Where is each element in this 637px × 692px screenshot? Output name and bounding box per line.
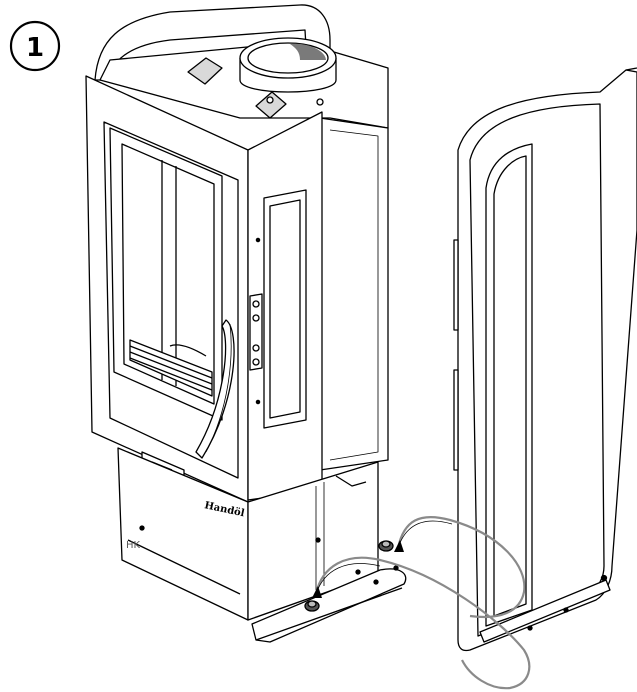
rear-curved-cladding bbox=[94, 4, 331, 116]
detached-side-panel bbox=[453, 67, 637, 652]
base-mark-label: HK bbox=[126, 540, 141, 551]
top-vent-left bbox=[187, 57, 223, 85]
arrow-head-rear bbox=[394, 540, 404, 552]
bolt-rear bbox=[378, 540, 394, 552]
top-vent-right bbox=[255, 91, 287, 119]
hinge-bracket bbox=[249, 293, 263, 371]
door-handle bbox=[195, 319, 235, 459]
flue-collar bbox=[239, 37, 337, 106]
step-badge: 1 bbox=[9, 20, 61, 72]
step-number: 1 bbox=[26, 33, 44, 63]
floor-plate bbox=[251, 568, 407, 643]
stove-body bbox=[85, 4, 407, 643]
bolt-front bbox=[304, 600, 320, 612]
arrow-head-front bbox=[312, 586, 322, 598]
door-glass bbox=[109, 127, 223, 421]
assembly-arrow-front bbox=[314, 556, 531, 690]
